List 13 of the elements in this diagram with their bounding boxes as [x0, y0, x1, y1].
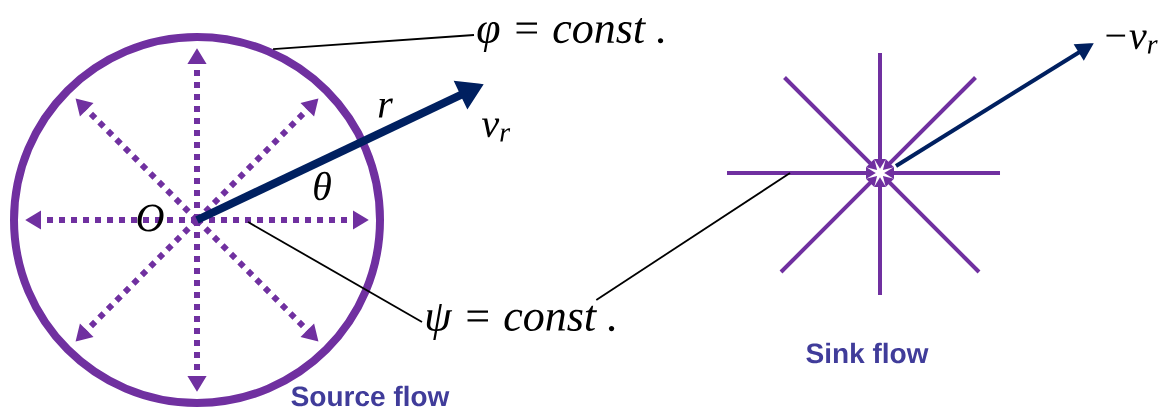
equation-label: φ = const .	[477, 17, 664, 53]
sink-flow-drawing	[727, 53, 1000, 295]
node-label: Source flow	[291, 385, 450, 407]
leader-line	[247, 221, 423, 323]
node-label: Sink flow	[806, 342, 929, 364]
leader-line	[272, 34, 475, 51]
variable-label: r	[378, 98, 393, 118]
origin-label: O	[137, 204, 164, 232]
variable-label: −v$_{r}$	[1106, 30, 1158, 54]
leader-line	[595, 172, 791, 301]
angle-label: θ	[314, 171, 331, 201]
variable-label: v$_{r}$	[482, 118, 511, 142]
equation-label: ψ = const .	[426, 304, 615, 340]
